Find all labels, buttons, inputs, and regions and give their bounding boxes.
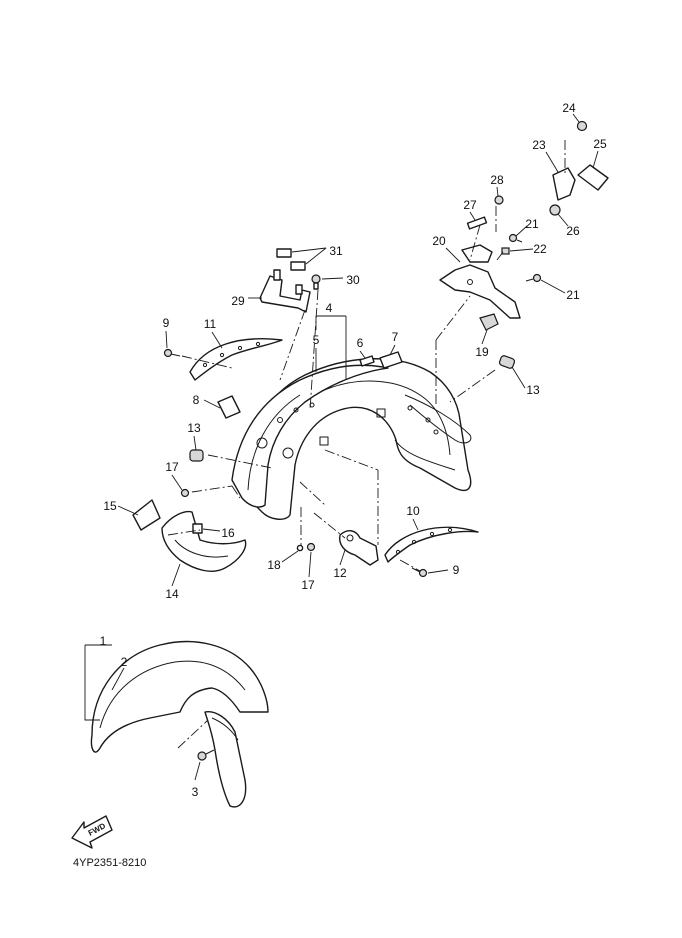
callout-c22: 22 <box>533 242 547 256</box>
callout-c3: 3 <box>192 785 199 799</box>
callout-c9a: 9 <box>163 316 170 330</box>
callout-c27: 27 <box>463 198 477 212</box>
fender-rail-left <box>189 338 283 381</box>
plate-15 <box>132 499 161 531</box>
collar-27 <box>466 216 488 230</box>
callout-c31: 31 <box>329 244 343 258</box>
nut-22 <box>501 247 510 255</box>
callout-c13a: 13 <box>187 421 201 435</box>
plate-7 <box>379 351 403 369</box>
grommet-13 <box>189 355 516 462</box>
callout-c17b: 17 <box>301 578 315 592</box>
nut-26 <box>549 204 561 216</box>
nut-28 <box>494 195 504 205</box>
callout-c21a: 21 <box>525 217 539 231</box>
callout-c15: 15 <box>103 499 117 513</box>
bracket-20 <box>439 244 521 319</box>
callout-c9b: 9 <box>453 563 460 577</box>
bolt-3 <box>197 749 215 761</box>
callout-c26: 26 <box>566 224 580 238</box>
callout-c30: 30 <box>346 273 360 287</box>
callout-c28: 28 <box>490 173 504 187</box>
callout-c12: 12 <box>333 566 347 580</box>
screw-21 <box>508 233 542 283</box>
callout-c5: 5 <box>313 333 320 347</box>
callout-c18: 18 <box>267 558 281 572</box>
washer-18 <box>296 544 304 552</box>
diagram-code: 4YP2351-8210 <box>73 857 146 869</box>
collar-19 <box>479 313 499 331</box>
fwd-arrow-icon: FWD <box>71 815 113 849</box>
screw-30 <box>311 274 321 290</box>
rear-fender-inner <box>231 364 439 508</box>
callout-c24: 24 <box>562 101 576 115</box>
callout-c14: 14 <box>165 587 179 601</box>
callout-c7: 7 <box>392 330 399 344</box>
callout-c25: 25 <box>593 137 607 151</box>
bolt-24 <box>576 120 588 132</box>
wire-harness <box>404 394 472 444</box>
plate-8 <box>217 395 241 419</box>
callout-c8: 8 <box>193 393 200 407</box>
bracket-12 <box>338 530 379 566</box>
callout-c16: 16 <box>221 526 235 540</box>
callout-c29: 29 <box>231 294 245 308</box>
callout-c2: 2 <box>121 655 128 669</box>
plate-6 <box>359 355 375 367</box>
callout-c19: 19 <box>475 345 489 359</box>
callout-c13b: 13 <box>526 383 540 397</box>
callout-c4: 4 <box>326 301 333 315</box>
callout-c20: 20 <box>432 234 446 248</box>
fender-lower-cover <box>161 510 247 572</box>
callout-c21b: 21 <box>566 288 580 302</box>
assembly-lines <box>167 140 566 749</box>
front-fender <box>90 640 269 808</box>
plate-25 <box>577 164 609 191</box>
callout-c23: 23 <box>532 138 546 152</box>
bolt-9 <box>163 348 428 578</box>
bracket-23 <box>552 167 576 201</box>
callout-c10: 10 <box>406 504 420 518</box>
bolt-17 <box>180 488 316 552</box>
bracket-29 <box>259 269 311 313</box>
callout-c11: 11 <box>204 317 217 331</box>
callout-c6: 6 <box>357 336 364 350</box>
leader-lines <box>84 113 599 781</box>
callout-c1: 1 <box>100 634 107 648</box>
cushion-31 <box>276 248 306 271</box>
callout-c17a: 17 <box>165 460 179 474</box>
fender-rail-right <box>384 526 479 563</box>
